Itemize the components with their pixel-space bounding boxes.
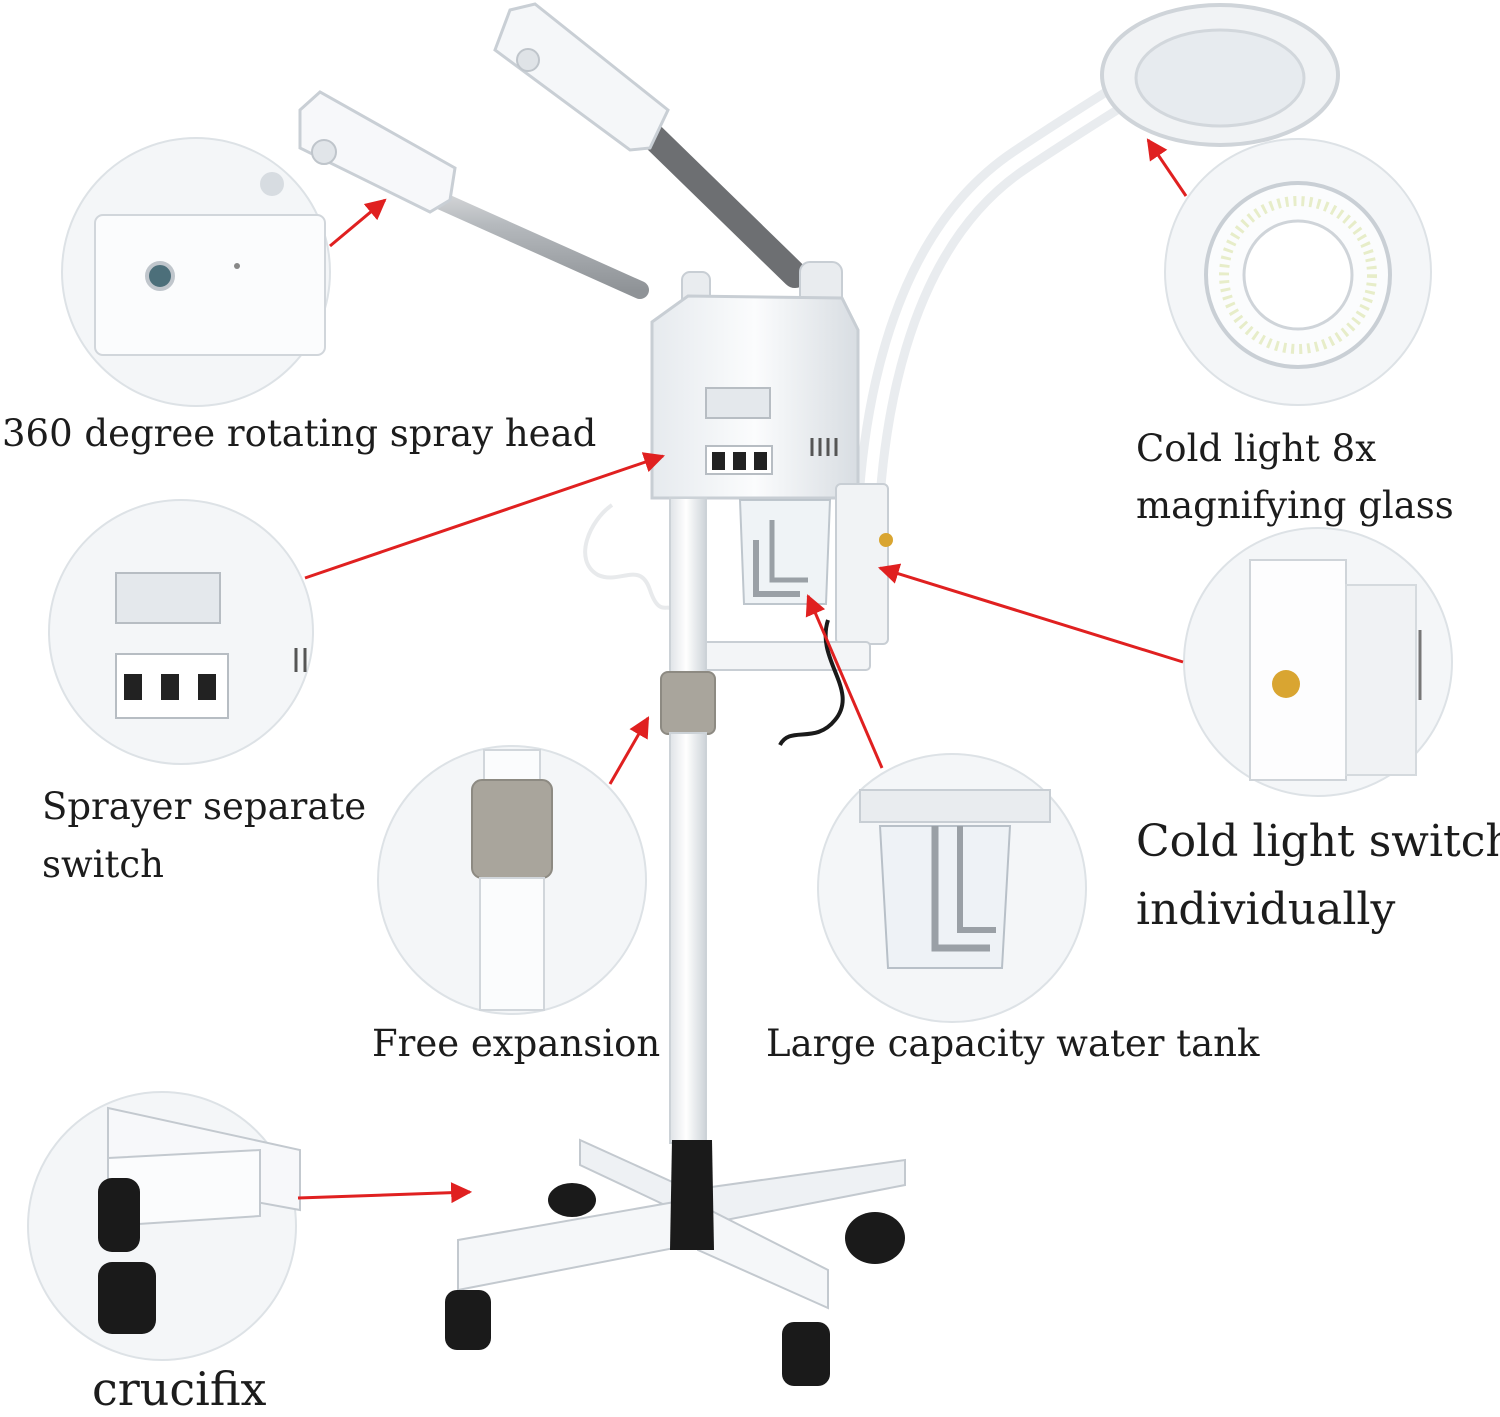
label-free-expansion-text: Free expansion	[372, 1022, 661, 1065]
label-water-tank: Large capacity water tank	[766, 1022, 1259, 1066]
label-water-tank-text: Large capacity water tank	[766, 1022, 1260, 1065]
label-cold-light-switch-line2: individually	[1136, 884, 1396, 935]
detail-magnifying-glass	[1164, 138, 1432, 406]
label-sprayer-switch-line2: switch	[42, 843, 164, 886]
detail-free-expansion	[377, 745, 647, 1015]
steamer-body	[650, 261, 860, 500]
detail-sprayer-switch	[48, 499, 314, 765]
label-crucifix-text: crucifix	[92, 1362, 267, 1416]
label-sprayer-switch-line1: Sprayer separate	[42, 785, 367, 828]
crucifix-base	[445, 1138, 906, 1386]
label-magnifying-glass: Cold light 8x magnifying glass	[1136, 420, 1454, 534]
label-sprayer-switch: Sprayer separate switch	[42, 778, 366, 894]
callout-arrows	[297, 138, 1188, 1204]
detail-spray-head	[61, 137, 331, 407]
label-crucifix: crucifix	[92, 1362, 266, 1417]
label-free-expansion: Free expansion	[372, 1022, 660, 1066]
label-spray-head: 360 degree rotating spray head	[2, 412, 596, 456]
detail-cold-light-switch	[1183, 527, 1453, 797]
steam-nozzle	[493, 2, 670, 152]
detail-water-tank	[817, 753, 1087, 1023]
water-tank	[738, 499, 832, 605]
steamer-device	[298, 2, 1340, 1386]
label-cold-light-switch-line1: Cold light switch	[1136, 816, 1500, 867]
label-magnifying-glass-line1: Cold light 8x	[1136, 427, 1377, 470]
detail-caster	[27, 1091, 301, 1361]
label-cold-light-switch: Cold light switch individually	[1136, 808, 1500, 944]
label-spray-head-text: 360 degree rotating spray head	[2, 412, 597, 455]
sprayer-head	[298, 90, 457, 214]
label-magnifying-glass-line2: magnifying glass	[1136, 484, 1454, 527]
